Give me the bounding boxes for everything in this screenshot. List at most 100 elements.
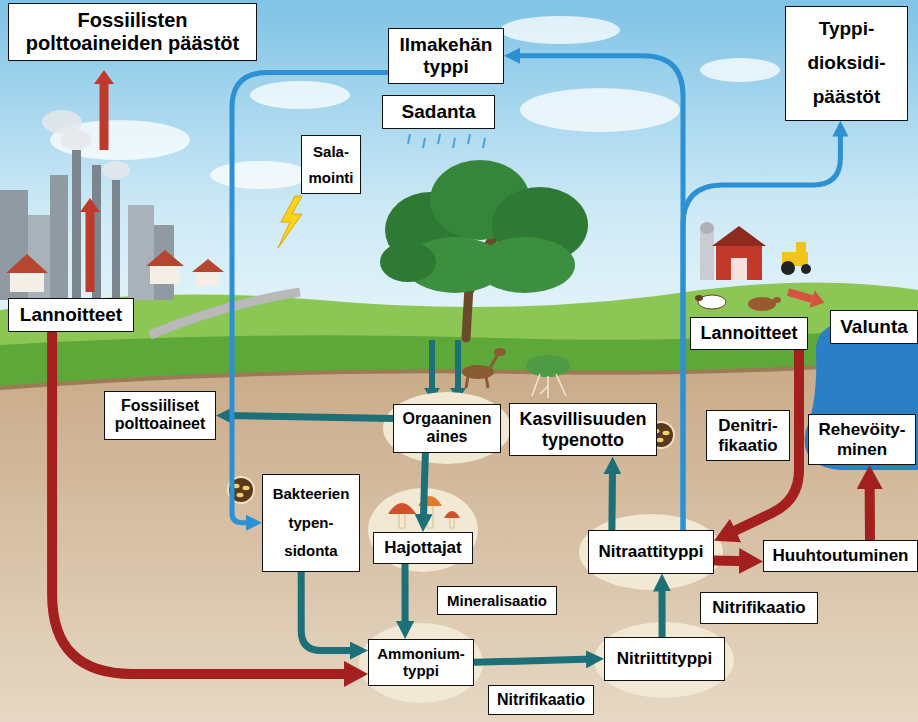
deer [494,348,506,356]
cloud [520,88,680,132]
pool-ellipse [383,392,511,464]
house [196,270,220,286]
flow-arrow [474,659,593,662]
label-box: Lannoitteet [8,298,134,332]
silo [700,222,714,234]
label-box: Fossiilisten polttoaineiden päästöt [8,3,257,61]
label-box: Fossiiliset polttoaineet [104,391,216,440]
house-roof [146,250,184,266]
house-roof [6,254,48,273]
flow-arrow [402,564,409,629]
chimney [72,150,81,300]
flow-arrow [423,453,425,521]
lightning-bolt [278,196,302,248]
bacteria-icon [657,438,664,442]
rain [408,134,485,148]
shrub [526,355,570,377]
label-box: Nitraattityppi [588,530,714,574]
box-label: Denitri- fikaatio [714,416,782,455]
box-label: Valunta [838,316,910,338]
pool-ellipse [579,514,723,590]
house [150,264,180,284]
chimney [112,180,120,300]
label-box: Ammonium- typpi [368,639,474,686]
box-label: Lannoitteet [16,304,126,326]
label-box: Valunta [830,310,918,344]
box-label: Ilmakehän typpi [396,34,496,78]
label-box: Huuhtoutuminen [763,540,918,572]
litter-arrow [455,340,461,388]
barn-roof [712,226,766,246]
mushroom [427,504,433,528]
box-label: Nitraattityppi [596,542,706,562]
house-roof [192,259,224,272]
flow-arrow [714,556,749,567]
box-label: Orgaaninen aines [401,410,493,447]
label-box: Kasvillisuuden typenotto [509,403,657,456]
pool-ellipse [359,623,483,703]
box-label: Fossiiliset polttoaineet [112,397,208,434]
fertilizer-arrow [86,212,95,292]
soil [0,360,918,722]
flow-arrow [659,585,666,638]
cow [695,295,703,301]
emission-arrow [100,84,109,150]
barn [716,244,762,280]
tree-crown [475,237,575,293]
flow-arrow [683,131,840,530]
label-box: Sadanta [382,95,495,129]
building [128,205,154,300]
bacteria-icon [237,493,244,497]
tractor [796,242,806,254]
cow [773,297,781,303]
runoff-arrow [788,292,812,299]
flow-arrow [301,572,357,651]
label-box: Nitrifikaatio [700,592,818,624]
flow-arrow [232,73,388,523]
box-label: Sala- mointi [306,139,356,190]
tractor-wheel [801,264,811,274]
box-label: Mineralisaatio [445,592,549,609]
label-box: Sala- mointi [301,135,361,194]
roots [532,374,566,398]
label-box: Ilmakehän typpi [388,28,504,84]
bacteria-icon [663,431,670,435]
box-label: Nitriittityppi [612,649,717,669]
cloud [700,58,780,82]
mushroom [388,503,416,514]
silo [700,228,714,280]
tractor-wheel [781,261,795,275]
label-box: Typpi- dioksidi- päästöt [785,6,908,121]
box-label: Ammonium- typpi [376,645,466,680]
flow-arrow [608,467,616,530]
box-label: Nitrifikaatio [708,598,810,618]
smoke [42,110,82,134]
flow-arrow [865,479,875,540]
bacteria-icon [243,486,250,490]
label-box: Hajottajat [373,532,473,564]
cow [748,297,776,311]
label-box: Nitriittityppi [604,637,725,681]
label-box: Rehevöity- minen [808,414,916,465]
flow-arrow [514,56,683,530]
box-label: Nitrifikaatio [496,691,586,709]
mushroom [399,512,405,528]
label-box: Mineralisaatio [437,586,557,615]
box-label: Sadanta [390,101,487,123]
box-label: Hajottajat [381,538,465,558]
cloud [250,81,350,109]
lake [805,322,918,470]
flow-arrow [227,416,393,419]
building [50,175,68,300]
box-label: Huuhtoutuminen [771,546,910,566]
label-box: Bakteerien typen- sidonta [262,474,360,572]
box-label: Kasvillisuuden typenotto [517,409,649,450]
litter-arrow [429,340,435,388]
road [150,292,300,335]
box-label: Rehevöity- minen [816,420,908,459]
label-box: Nitrifikaatio [488,685,594,715]
cloud [500,16,620,44]
box-label: Lannoitteet [698,323,800,344]
box-label: Typpi- dioksidi- päästöt [793,12,900,115]
